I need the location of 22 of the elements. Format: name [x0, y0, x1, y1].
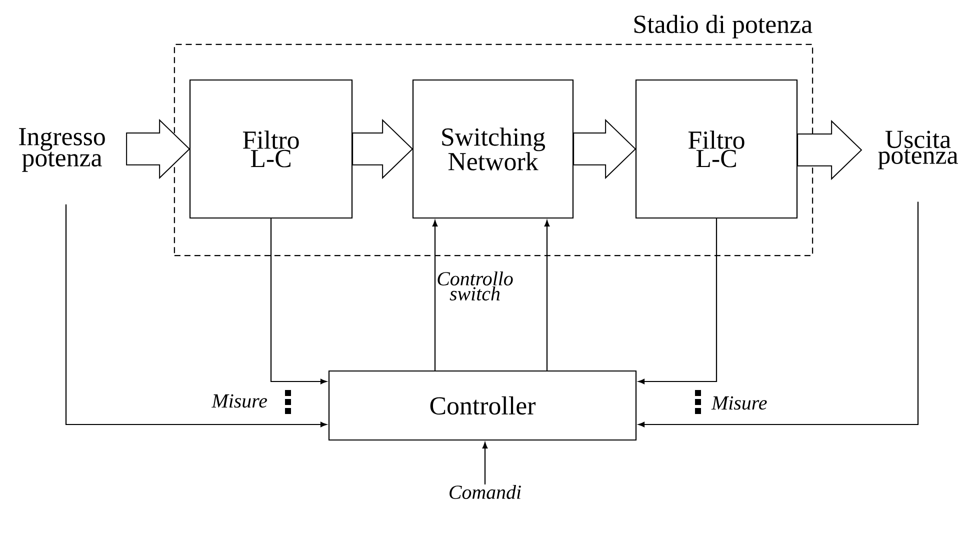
signal-label: Comandi [450, 484, 521, 499]
arrow [432, 220, 438, 370]
arrow [270, 218, 327, 384]
signal-label: Misure [711, 396, 767, 410]
block-arrow [352, 118, 414, 180]
signal-label: Ingresso potenza [19, 128, 105, 172]
arrow [65, 204, 327, 428]
block-box: Switching Network [412, 79, 574, 219]
annotation: Controllo switch [438, 271, 513, 300]
signal-label: Misure [212, 394, 267, 408]
block-box: Filtro L-C [635, 79, 798, 219]
block-box: Filtro L-C [189, 79, 353, 219]
block-arrow [126, 118, 190, 180]
arrow [638, 202, 919, 428]
block-box: Controller [328, 370, 637, 441]
signal-label: Uscita potenza [878, 130, 958, 170]
block-arrow [573, 118, 636, 180]
arrow [638, 218, 718, 384]
arrow [544, 220, 550, 370]
block-arrow [797, 120, 862, 180]
arrow [482, 442, 488, 484]
node-label: Stadio di potenza [634, 14, 812, 38]
